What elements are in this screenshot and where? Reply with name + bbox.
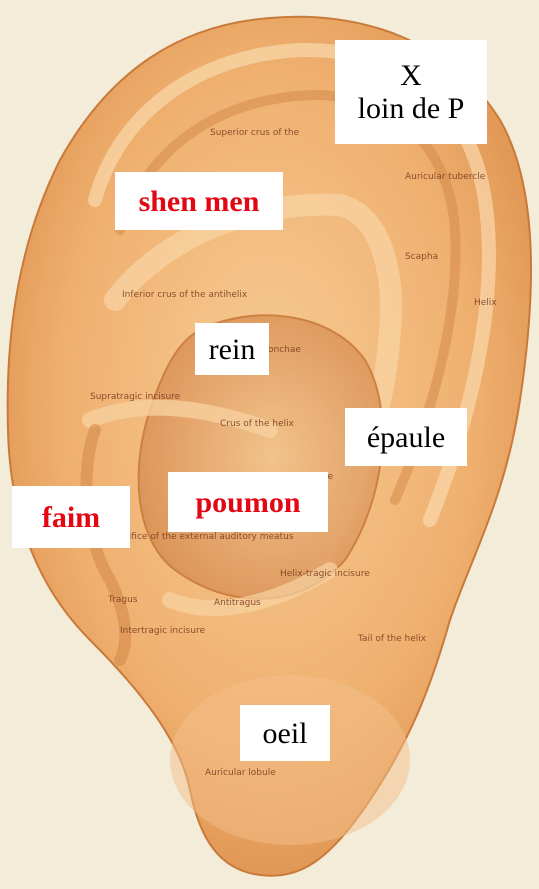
point-label-faim: faim xyxy=(12,486,130,548)
label-orifice: Orifice of the external auditory meatus xyxy=(118,532,293,542)
label-helix-tragic-incisure: Helix-tragic incisure xyxy=(280,569,370,579)
point-label-rein: rein xyxy=(195,323,269,375)
label-tragus: Tragus xyxy=(108,595,138,605)
label-helix: Helix xyxy=(474,298,497,308)
point-label-x: X loin de P xyxy=(335,40,487,144)
label-inferior-crus: Inferior crus of the antihelix xyxy=(122,290,247,300)
point-label-shen-men: shen men xyxy=(115,172,283,230)
label-antitragus: Antitragus xyxy=(214,598,261,608)
label-auricular-lobule: Auricular lobule xyxy=(205,768,276,778)
point-label-x-line2: loin de P xyxy=(358,92,465,125)
label-tail-of-helix: Tail of the helix xyxy=(358,634,426,644)
point-label-epaule: épaule xyxy=(345,408,467,466)
label-auricular-tubercle: Auricular tubercle xyxy=(405,172,485,182)
label-scapha: Scapha xyxy=(405,252,438,262)
label-supratragic-incisure: Supratragic incisure xyxy=(90,392,180,402)
label-intertragic-incisure: Intertragic incisure xyxy=(120,626,205,636)
point-label-poumon: poumon xyxy=(168,472,328,532)
point-label-x-line1: X xyxy=(400,59,422,92)
label-conchae: onchae xyxy=(268,345,301,355)
label-crus-of-helix: Crus of the helix xyxy=(220,419,294,429)
label-superior-crus: Superior crus of the xyxy=(210,128,299,138)
point-label-oeil: oeil xyxy=(240,705,330,761)
